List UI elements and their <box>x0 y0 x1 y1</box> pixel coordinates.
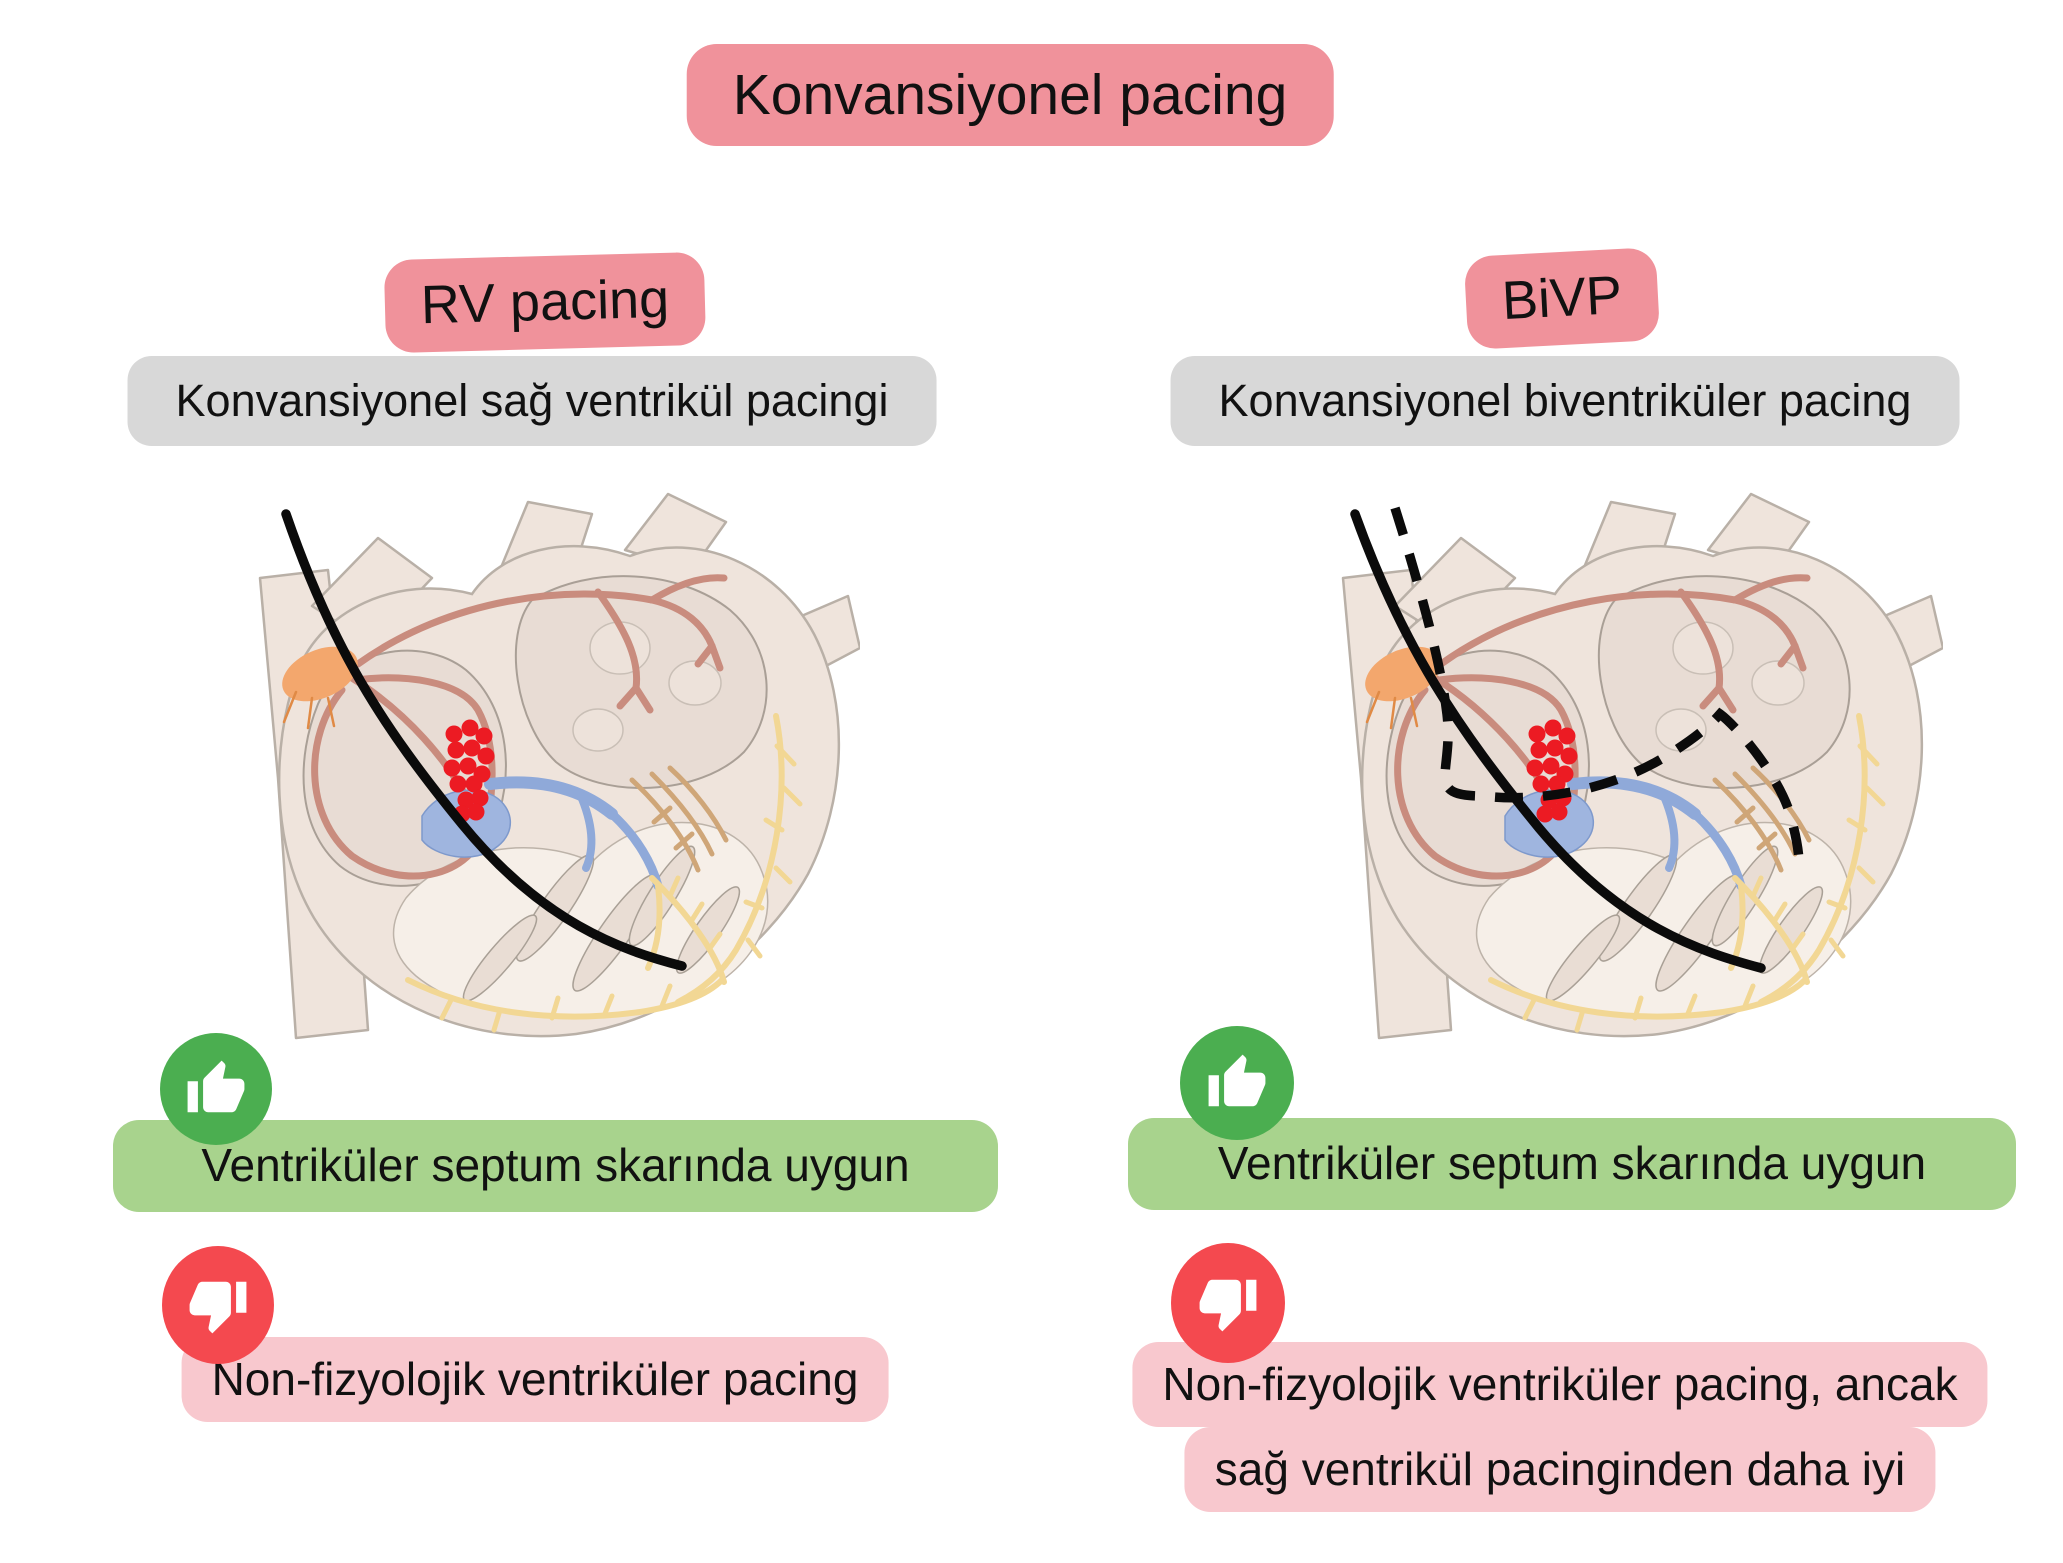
thumbs-down-icon <box>189 1281 247 1334</box>
thumbs-up-badge <box>1180 1026 1294 1140</box>
thumbs-down-icon <box>1199 1279 1257 1332</box>
thumbs-up-icon <box>1208 1054 1266 1107</box>
heart-illustration-bivp <box>1283 478 1943 1050</box>
con-line: sağ ventrikül pacinginden daha iyi <box>1184 1427 1936 1513</box>
rv-pacing-lead-solid <box>281 509 687 971</box>
con-label-bivp: Non-fizyolojik ventriküler pacing, ancak… <box>1132 1342 1988 1513</box>
pro-label-bivp: Ventriküler septum skarında uygun <box>1128 1118 2016 1210</box>
subheading-bivp: Konvansiyonel biventriküler pacing <box>1170 356 1960 446</box>
thumbs-down-badge <box>1171 1243 1285 1363</box>
thumbs-up-icon <box>187 1060 245 1113</box>
con-line: Non-fizyolojik ventriküler pacing, ancak <box>1132 1342 1988 1428</box>
con-line: Non-fizyolojik ventriküler pacing <box>181 1337 889 1423</box>
thumbs-up-badge <box>160 1033 272 1145</box>
pro-label-rv-pacing: Ventriküler septum skarında uygun <box>113 1120 998 1212</box>
subheading-rv-pacing: Konvansiyonel sağ ventrikül pacingi <box>127 356 937 446</box>
heart-illustration-rv-pacing <box>200 478 860 1050</box>
thumbs-down-badge <box>162 1246 274 1364</box>
heading-bivp: BiVP <box>1463 247 1661 350</box>
rv-pacing-lead-solid <box>1350 509 1766 973</box>
con-label-rv-pacing: Non-fizyolojik ventriküler pacing <box>181 1337 889 1423</box>
heading-rv-pacing: RV pacing <box>383 251 707 353</box>
page-title: Konvansiyonel pacing <box>686 44 1334 147</box>
